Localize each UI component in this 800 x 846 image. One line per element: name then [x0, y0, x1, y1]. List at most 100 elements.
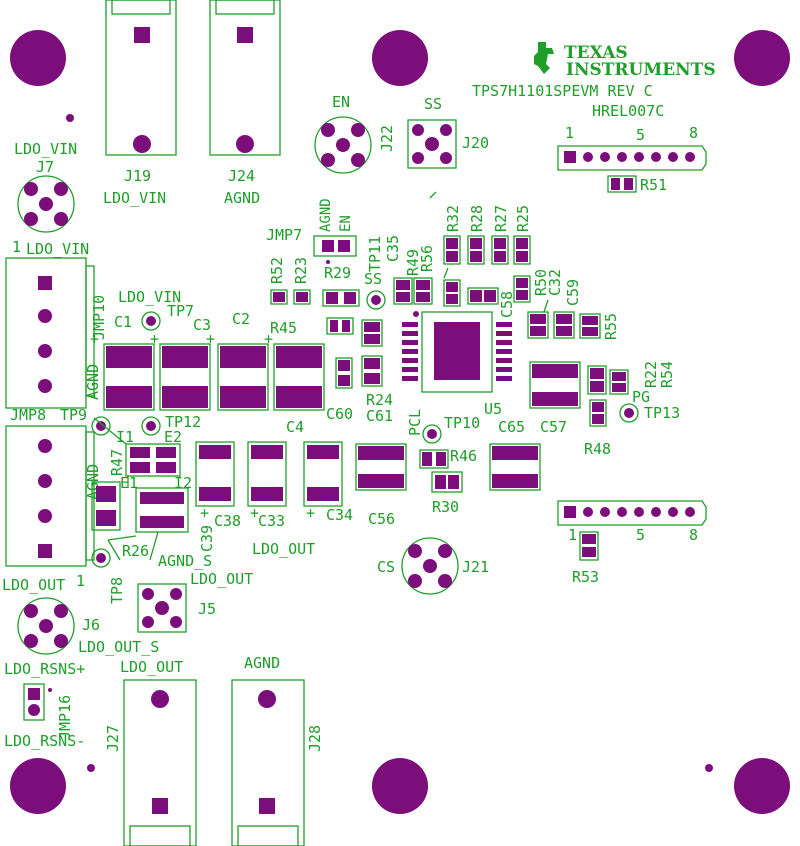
capacitor-c1b[interactable] — [273, 343, 325, 411]
header-bottom-pin1: 1 — [568, 526, 577, 544]
capacitor-c1[interactable] — [103, 343, 155, 411]
capacitor-c33[interactable] — [247, 441, 287, 507]
testpoint-tp7[interactable] — [141, 311, 161, 331]
capacitor-c57[interactable] — [529, 361, 581, 409]
resistor-r50[interactable] — [513, 275, 531, 303]
tp11-label: TP11 — [366, 236, 384, 272]
resistor-r45[interactable] — [326, 317, 354, 335]
testpoint-tp13[interactable] — [619, 403, 639, 423]
testpoint-tp8[interactable] — [91, 548, 111, 568]
connector-j20[interactable] — [407, 119, 457, 169]
c4-label: C4 — [286, 418, 304, 436]
jumper-jmp16[interactable] — [23, 683, 52, 721]
c35-label: C35 — [384, 235, 402, 262]
tp12-label: TP12 — [165, 413, 201, 431]
testpoint-tp9[interactable] — [91, 416, 111, 436]
resistor-r54[interactable] — [609, 369, 629, 395]
connector-j19[interactable] — [105, 0, 177, 156]
jmp7-a-label: AGND — [318, 198, 334, 232]
resistor-r32[interactable] — [443, 235, 461, 265]
connector-j24[interactable] — [209, 0, 281, 156]
capacitor-c61[interactable] — [361, 355, 383, 387]
resistor-r48[interactable] — [589, 399, 607, 427]
header-top[interactable] — [557, 145, 707, 171]
resistor-r28[interactable] — [467, 235, 485, 265]
capacitor-c3[interactable] — [159, 343, 211, 411]
resistor-r55[interactable] — [579, 313, 601, 339]
resistor-r56[interactable] — [443, 279, 461, 307]
capacitor-c34[interactable] — [303, 441, 343, 507]
header-bottom-pin8: 8 — [689, 526, 698, 544]
j21-label: J21 — [462, 558, 489, 576]
j20-net-label: SS — [424, 95, 442, 113]
j24-net-label: AGND — [224, 189, 260, 207]
mounting-hole-br — [734, 758, 790, 814]
resistor-r51[interactable] — [607, 175, 637, 193]
e2-label: E2 — [164, 428, 182, 446]
j28-label: J28 — [306, 725, 324, 752]
connector-j22[interactable] — [314, 116, 372, 174]
terminal-jmp8[interactable] — [5, 425, 95, 567]
capacitor-c32[interactable] — [527, 311, 549, 339]
j27-net-label: LDO_OUT — [120, 658, 183, 676]
ti-logo-icon — [534, 42, 554, 74]
r50-label: R50 — [532, 269, 550, 296]
r27-label: R27 — [492, 205, 510, 232]
testpoint-tp10[interactable] — [422, 424, 442, 444]
r52-label: R52 — [268, 257, 286, 284]
shunt-resistor[interactable] — [125, 443, 181, 477]
resistor-r24[interactable] — [361, 319, 383, 347]
resistor-r53[interactable] — [579, 531, 599, 561]
capacitor-c59[interactable] — [553, 311, 575, 339]
r51-label: R51 — [640, 176, 667, 194]
resistor-r26-pads[interactable] — [135, 487, 189, 533]
r53-label: R53 — [572, 568, 599, 586]
resistor-r49[interactable] — [413, 277, 433, 305]
header-bottom[interactable] — [557, 500, 707, 526]
tp10-label: TP10 — [444, 414, 480, 432]
j22-label: J22 — [378, 125, 396, 152]
connector-j21[interactable] — [401, 537, 459, 595]
resistor-r23[interactable] — [293, 289, 311, 305]
ic-u5[interactable] — [402, 311, 512, 393]
r54-label: R54 — [658, 361, 676, 388]
connector-j27[interactable] — [123, 679, 197, 846]
j6-net-label: LDO_OUT_S — [78, 638, 159, 656]
resistor-r22[interactable] — [587, 365, 607, 395]
testpoint-tp12[interactable] — [141, 416, 161, 436]
capacitor-c2[interactable] — [217, 343, 269, 411]
connector-j28[interactable] — [231, 679, 305, 846]
c3-plus: + — [150, 330, 159, 348]
connector-j7[interactable] — [17, 175, 75, 233]
resistor-r30[interactable] — [431, 471, 463, 493]
resistor-r25[interactable] — [513, 235, 531, 265]
c39-label: C39 — [198, 525, 216, 552]
jmp8-label: JMP8 — [10, 406, 46, 424]
c1-label: C1 — [114, 313, 132, 331]
c2-plus: + — [206, 330, 215, 348]
capacitor-c35[interactable] — [393, 277, 413, 305]
header-bottom-pin5: 5 — [636, 526, 645, 544]
terminal-jmp10[interactable] — [5, 257, 95, 409]
resistor-r52[interactable] — [270, 289, 288, 305]
capacitor-c56[interactable] — [355, 443, 407, 491]
r29-label: R29 — [324, 264, 351, 282]
resistor-r29[interactable] — [322, 289, 360, 307]
jumper-jmp7[interactable] — [313, 235, 357, 264]
capacitor-c60[interactable] — [335, 357, 353, 389]
tp7-net-label: LDO_VIN — [118, 288, 181, 306]
capacitor-c58[interactable] — [467, 287, 499, 305]
connector-j5[interactable] — [137, 583, 187, 633]
c58-label: C58 — [498, 291, 516, 318]
resistor-r46[interactable] — [419, 449, 449, 469]
j21-net-label: CS — [377, 558, 395, 576]
connector-j6[interactable] — [17, 597, 75, 655]
capacitor-c38[interactable] — [195, 441, 235, 507]
resistor-r47-pads[interactable] — [91, 481, 121, 531]
capacitor-c65[interactable] — [489, 443, 541, 491]
resistor-r27[interactable] — [491, 235, 509, 265]
testpoint-tp11[interactable] — [366, 290, 386, 310]
r45-label: R45 — [270, 319, 297, 337]
c34-label: C34 — [326, 506, 353, 524]
r46-label: R46 — [450, 447, 477, 465]
